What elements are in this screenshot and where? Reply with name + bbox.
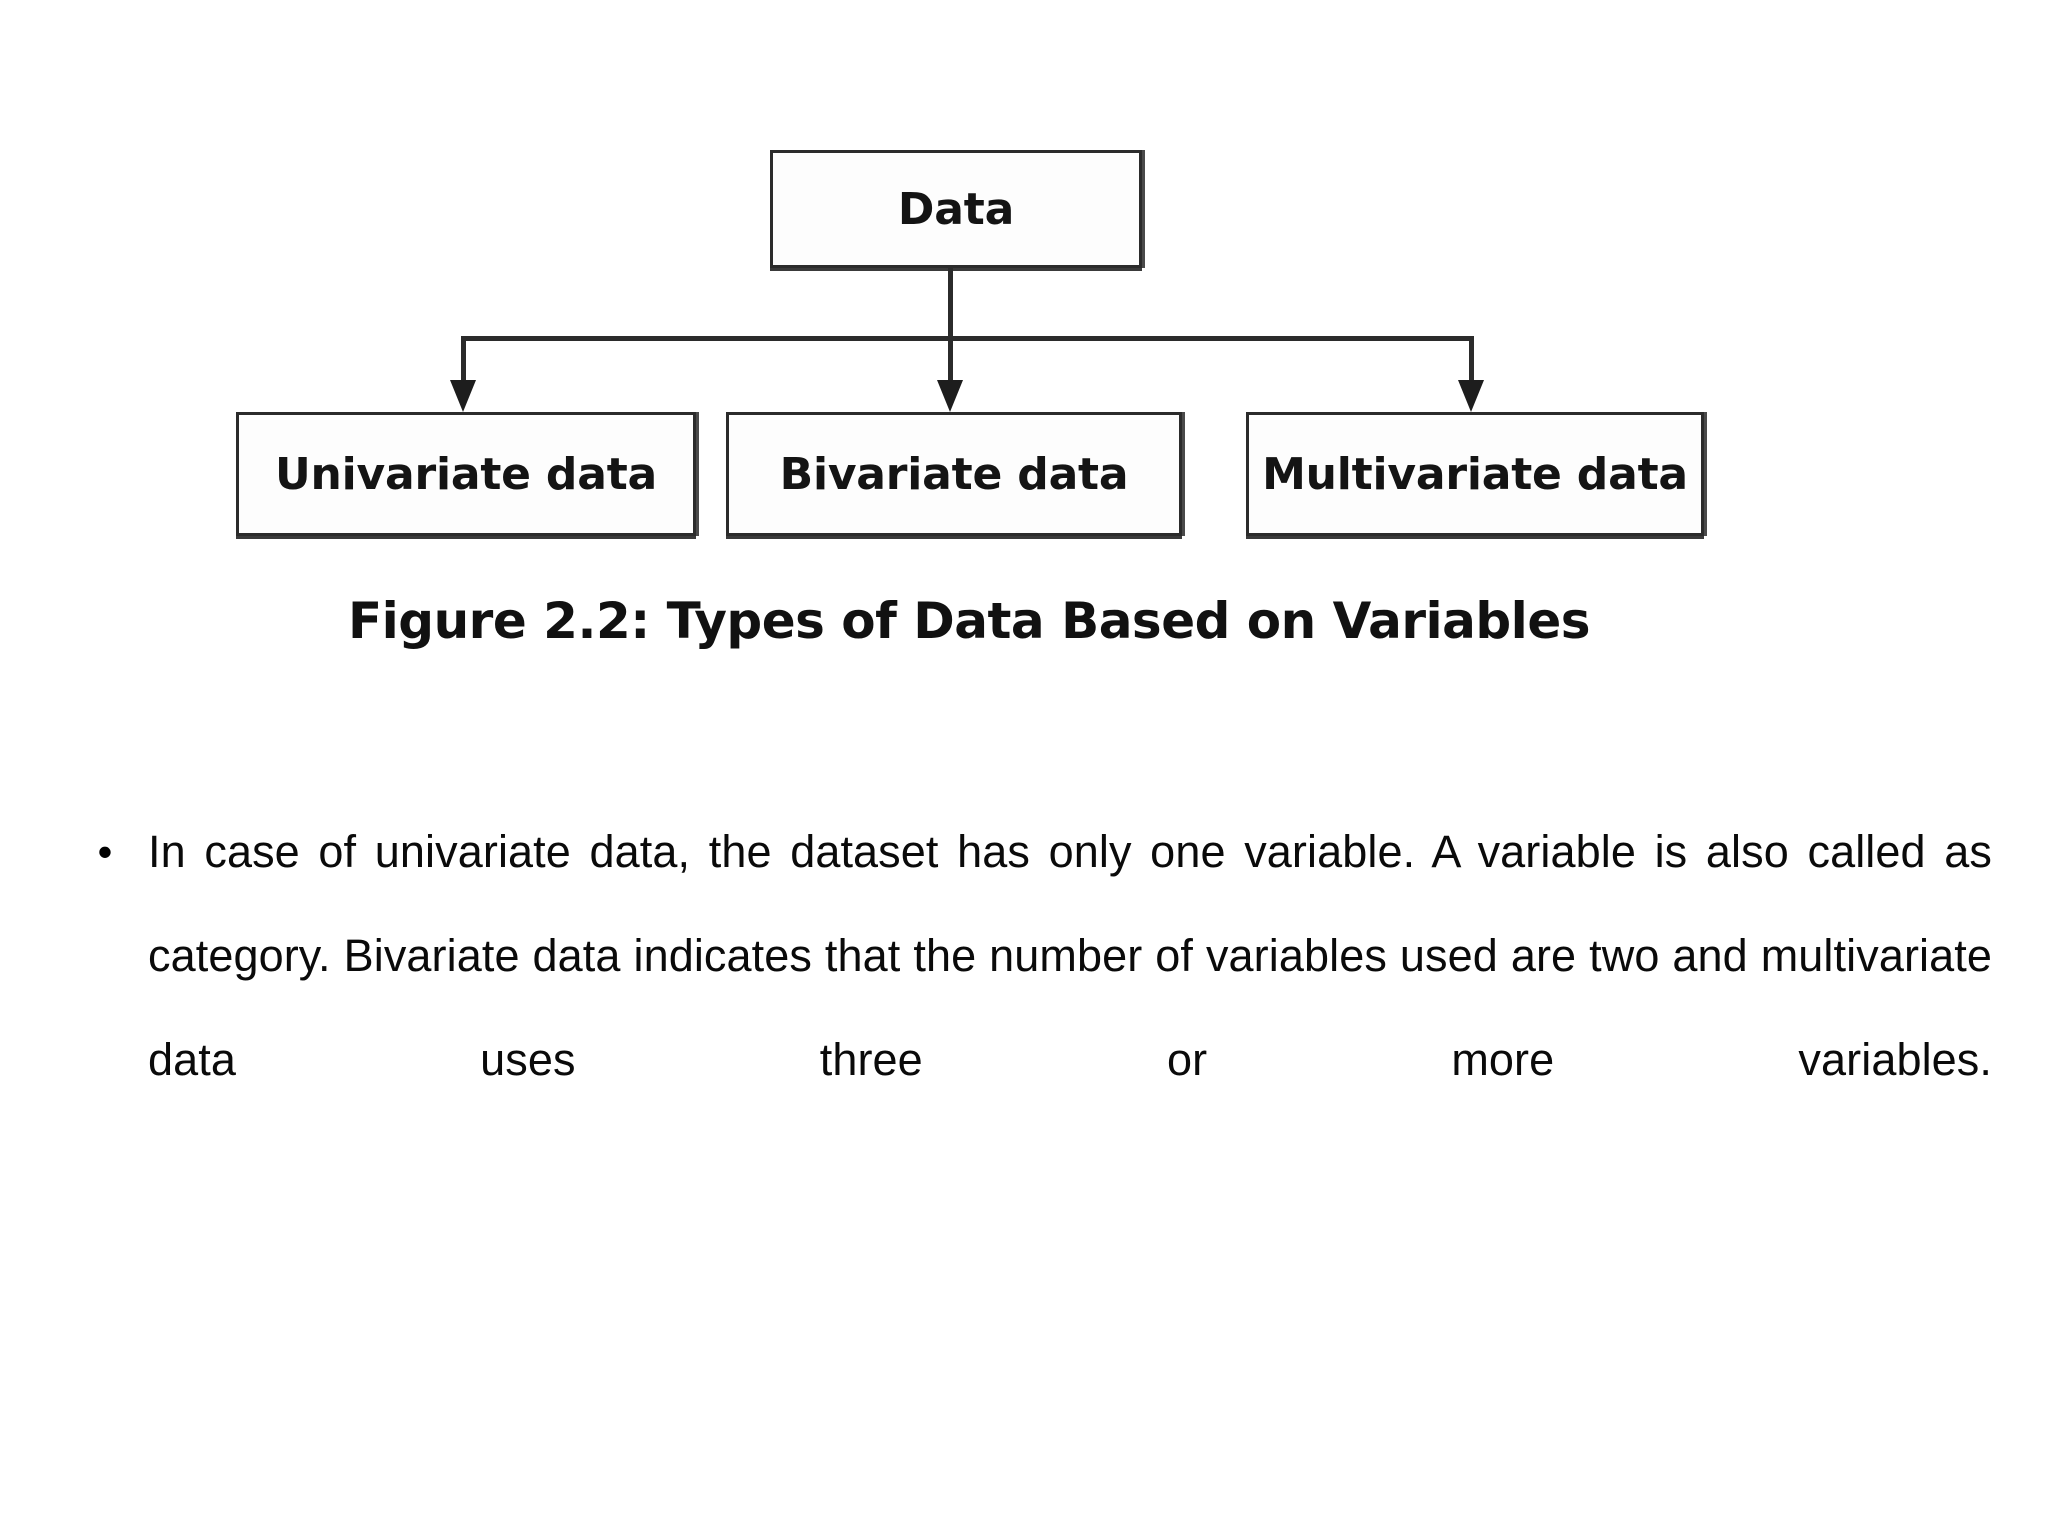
bullet-paragraph-text: In case of univariate data, the dataset … <box>148 826 1992 1085</box>
connector-root-vertical <box>948 268 953 340</box>
arrow-head-left-icon <box>450 380 476 412</box>
diagram-node-univariate-data: Univariate data <box>236 412 696 536</box>
diagram-node-univariate-data-label: Univariate data <box>274 448 658 500</box>
connector-horizontal-bus <box>462 336 1474 341</box>
bullet-list-item: • In case of univariate data, the datase… <box>62 800 1992 1216</box>
connector-branch-left <box>461 336 466 382</box>
diagram-node-data-label: Data <box>897 183 1015 235</box>
figure-caption: Figure 2.2: Types of Data Based on Varia… <box>348 592 1648 650</box>
diagram-node-bivariate-data: Bivariate data <box>726 412 1182 536</box>
diagram-node-multivariate-data-label: Multivariate data <box>1262 448 1688 500</box>
connector-branch-right <box>1469 336 1474 382</box>
bullet-marker-icon: • <box>97 828 113 875</box>
arrow-head-middle-icon <box>937 380 963 412</box>
figure-area: Data Univariate data Bivariate data Mult… <box>0 0 2048 700</box>
connector-branch-middle <box>948 336 953 382</box>
diagram-node-bivariate-data-label: Bivariate data <box>779 448 1129 500</box>
figure-caption-text: Types of Data Based on Variables <box>649 592 1591 650</box>
types-of-data-diagram: Data Univariate data Bivariate data Mult… <box>0 0 2048 560</box>
body-text-block: • In case of univariate data, the datase… <box>62 800 1992 1216</box>
figure-caption-label: Figure 2.2: <box>348 592 650 650</box>
diagram-node-multivariate-data: Multivariate data <box>1246 412 1704 536</box>
diagram-node-data: Data <box>770 150 1142 268</box>
arrow-head-right-icon <box>1458 380 1484 412</box>
